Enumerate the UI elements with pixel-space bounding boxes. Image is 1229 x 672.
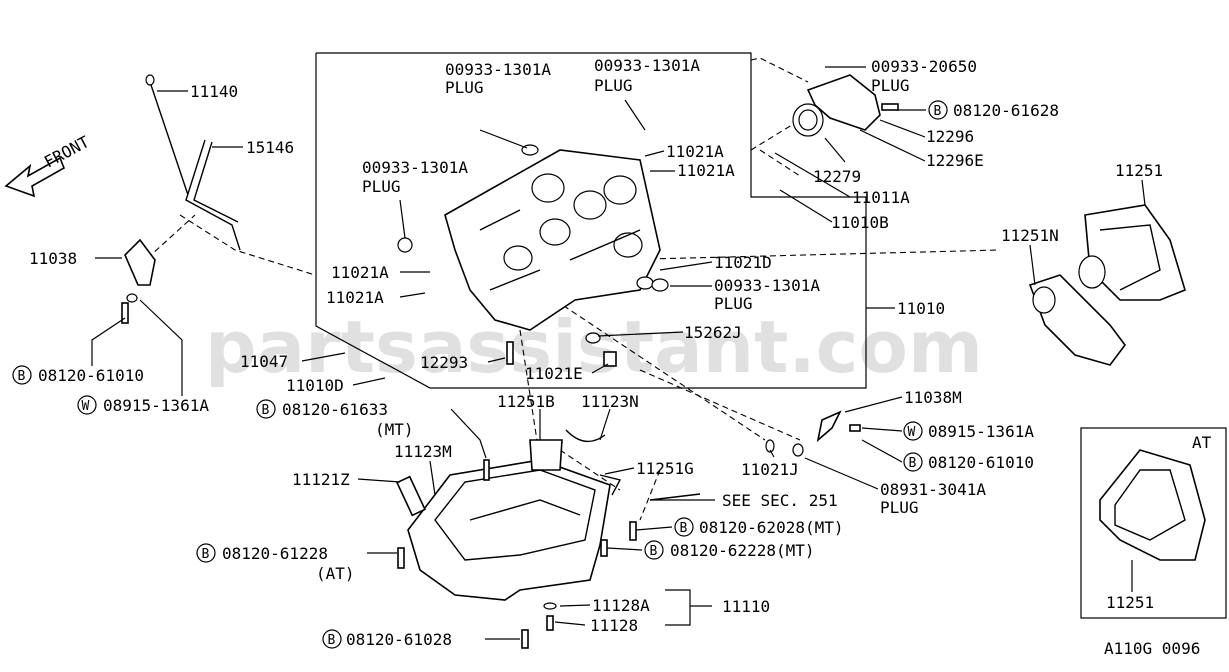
label-11121z: 11121Z	[292, 470, 350, 489]
label-11010b: 11010B	[831, 213, 889, 232]
svg-text:B: B	[328, 633, 336, 648]
label-12296: 12296	[926, 127, 974, 146]
washer-badge-icon: W	[903, 421, 923, 441]
label-08120-62228: 08120-62228(MT)	[670, 541, 815, 560]
label-plug-d: PLUG	[714, 294, 753, 313]
label-11251g: 11251G	[636, 459, 694, 478]
label-00933-20650: 00933-20650	[871, 57, 977, 76]
label-11128: 11128	[590, 616, 638, 635]
label-plug-b: PLUG	[594, 76, 633, 95]
label-08915-1361a-left: 08915-1361A	[103, 396, 209, 415]
svg-text:B: B	[680, 521, 688, 536]
plug-11021j	[765, 439, 775, 453]
label-11021e: 11021E	[525, 364, 583, 383]
front-label: FRONT	[41, 132, 93, 172]
svg-text:B: B	[262, 403, 270, 418]
label-00933-1301a-top-left: 00933-1301A	[445, 60, 551, 79]
label-11021a-4: 11021A	[326, 288, 384, 307]
dipstick	[145, 74, 189, 196]
label-08120-61633: 08120-61633	[282, 400, 388, 419]
plug-08931	[792, 443, 804, 457]
rear-oil-seal-retainer	[792, 74, 899, 137]
label-11021a-3: 11021A	[331, 263, 389, 282]
label-08931-3041a: 08931-3041A	[880, 480, 986, 499]
at-detail-box	[1080, 427, 1227, 619]
label-11010: 11010	[897, 299, 945, 318]
label-11021j: 11021J	[741, 460, 799, 479]
label-11021a-2: 11021A	[677, 161, 735, 180]
bolt-badge-icon: B	[644, 540, 664, 560]
label-08120-61228: 08120-61228	[222, 544, 328, 563]
label-08120-61028: 08120-61028	[346, 630, 452, 649]
bolt-badge-icon: B	[196, 543, 216, 563]
rear-plate-11251	[1078, 204, 1186, 301]
dipstick-tube	[185, 139, 241, 251]
assembly-lines	[139, 57, 1001, 521]
label-plug-a: PLUG	[445, 78, 484, 97]
label-08120-61628: 08120-61628	[953, 101, 1059, 120]
label-00933-1301a-lower: 00933-1301A	[714, 276, 820, 295]
label-11251n: 11251N	[1001, 226, 1059, 245]
rear-plate-at	[1099, 449, 1206, 561]
label-11021d: 11021D	[714, 253, 772, 272]
label-11123n: 11123N	[581, 392, 639, 411]
label-08915-1361a-right: 08915-1361A	[928, 422, 1034, 441]
bolt-badge-icon: B	[322, 629, 342, 649]
label-11038: 11038	[29, 249, 77, 268]
svg-text:B: B	[202, 547, 210, 562]
label-plug-c: PLUG	[362, 177, 401, 196]
label-00933-1301a-mid: 00933-1301A	[362, 158, 468, 177]
svg-text:B: B	[18, 369, 26, 384]
rear-plate-11251n	[1028, 274, 1126, 366]
figure-code: A110G 0096	[1104, 639, 1200, 658]
watermark: partsassistant.com	[205, 305, 983, 389]
at-box-label: AT	[1192, 433, 1212, 452]
label-11011a: 11011A	[852, 188, 910, 207]
label-11128a: 11128A	[592, 596, 650, 615]
front-arrow-icon	[4, 156, 66, 198]
label-08120-61228-note: (AT)	[316, 564, 355, 583]
leader-lines	[91, 66, 1146, 640]
cylinder-block	[397, 144, 669, 367]
label-08120-62028: 08120-62028(MT)	[699, 518, 844, 537]
bolt-badge-icon: B	[12, 365, 32, 385]
label-11110: 11110	[722, 597, 770, 616]
label-11038m: 11038M	[904, 388, 962, 407]
bolt-badge-icon: B	[903, 452, 923, 472]
oil-pan	[395, 429, 701, 649]
label-08120-61010-right: 08120-61010	[928, 453, 1034, 472]
svg-text:B: B	[650, 544, 658, 559]
label-11047: 11047	[240, 352, 288, 371]
bolt-badge-icon: B	[674, 517, 694, 537]
block-group-frame	[315, 52, 867, 389]
label-12293: 12293	[420, 353, 468, 372]
label-plug-e: PLUG	[871, 76, 910, 95]
label-11251b: 11251B	[497, 392, 555, 411]
label-11251-top: 11251	[1115, 161, 1163, 180]
label-00933-1301a-top-right: 00933-1301A	[594, 56, 700, 75]
water-outlet-11038	[121, 238, 156, 324]
label-11251-at: 11251	[1106, 593, 1154, 612]
washer-badge-icon: W	[77, 395, 97, 415]
label-08120-61633-note: (MT)	[375, 420, 414, 439]
label-plug-f: PLUG	[880, 498, 919, 517]
label-11123m: 11123M	[394, 442, 452, 461]
bolt-badge-icon: B	[256, 399, 276, 419]
label-11140: 11140	[190, 82, 238, 101]
label-12296e: 12296E	[926, 151, 984, 170]
label-15262j: 15262J	[684, 323, 742, 342]
label-11021a-1: 11021A	[666, 142, 724, 161]
bolt-badge-icon: B	[928, 100, 948, 120]
label-see-sec-251: SEE SEC. 251	[722, 491, 838, 510]
svg-text:B: B	[934, 104, 942, 119]
svg-text:W: W	[82, 399, 90, 414]
svg-text:B: B	[909, 456, 917, 471]
label-15146: 15146	[246, 138, 294, 157]
bracket-11038m	[816, 410, 861, 443]
label-11010d: 11010D	[286, 376, 344, 395]
label-12279: 12279	[813, 167, 861, 186]
label-08120-61010-left: 08120-61010	[38, 366, 144, 385]
svg-text:W: W	[908, 425, 916, 440]
